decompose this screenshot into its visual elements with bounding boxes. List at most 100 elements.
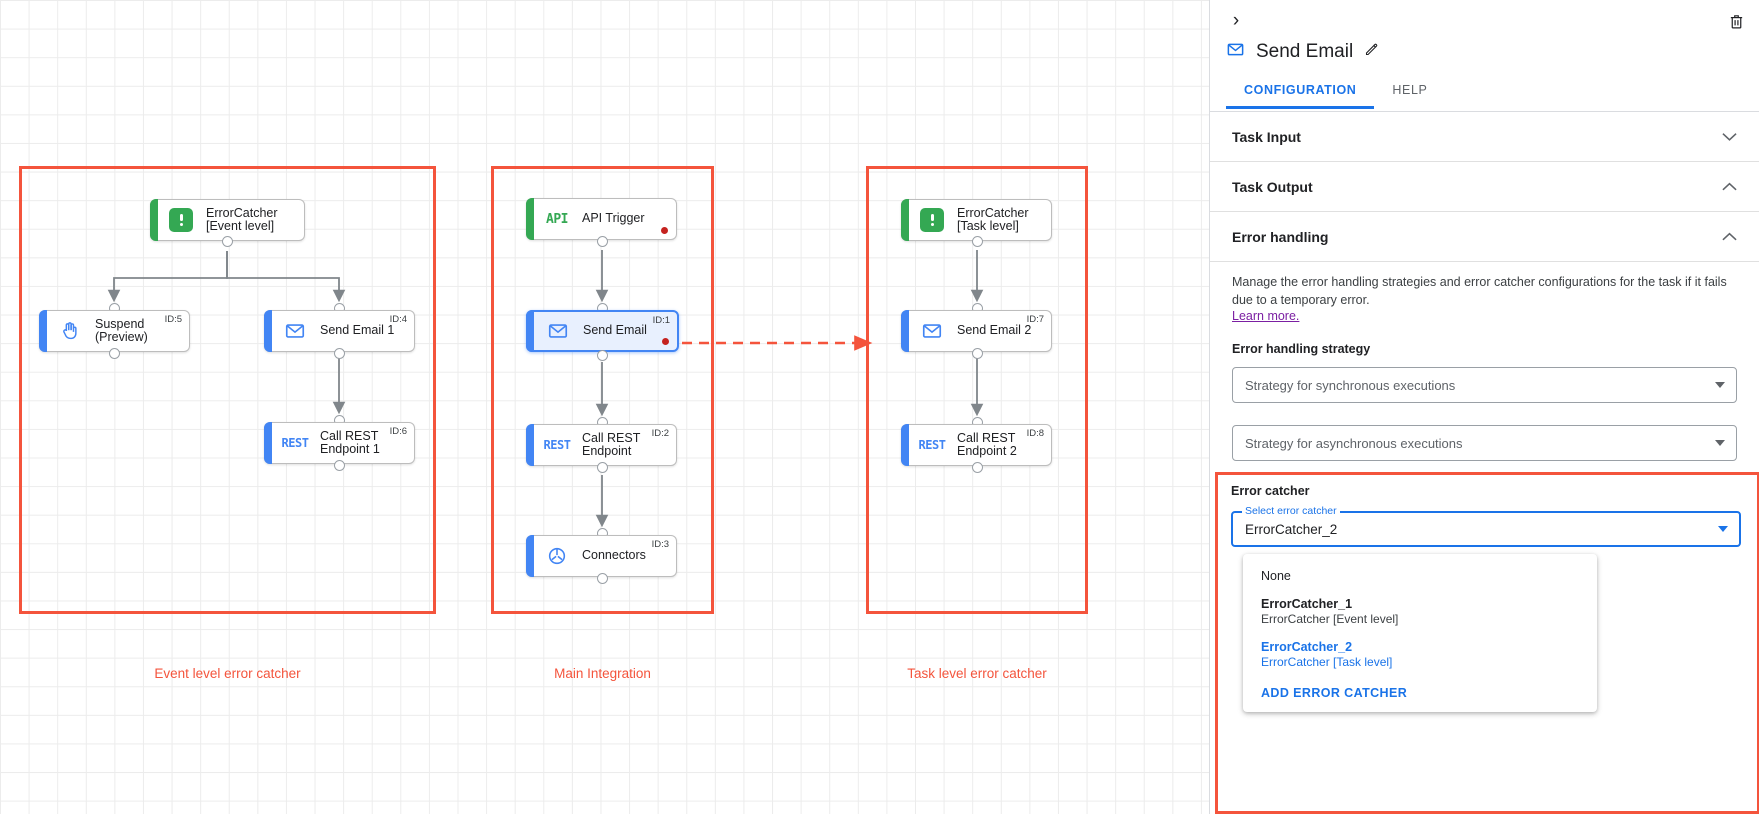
status-dot — [661, 227, 668, 234]
node-send-email-selected[interactable]: Send Email ID:1 — [526, 310, 679, 352]
port-out-call-rest-1[interactable] — [334, 460, 345, 471]
chevron-down-icon[interactable] — [1722, 129, 1737, 144]
node-call-rest-endpoint-2[interactable]: REST Call REST Endpoint 2 ID:8 — [901, 424, 1052, 466]
sync-strategy-select[interactable]: Strategy for synchronous executions — [1232, 367, 1737, 403]
section-title: Task Output — [1232, 178, 1313, 195]
group-task-level — [866, 166, 1088, 614]
async-strategy-value: Strategy for asynchronous executions — [1245, 435, 1463, 451]
node-error-catcher-event-level[interactable]: ErrorCatcher [Event level] — [150, 199, 305, 241]
node-accent-stripe — [150, 199, 158, 241]
collapse-panel-icon[interactable]: › — [1232, 10, 1240, 31]
error-handling-strategy-label: Error handling strategy — [1232, 342, 1371, 356]
section-error-handling[interactable]: Error handling — [1210, 212, 1759, 262]
node-accent-stripe — [526, 310, 534, 352]
node-suspend[interactable]: Suspend (Preview) ID:5 — [39, 310, 190, 352]
port-out-error-catcher-event[interactable] — [222, 236, 233, 247]
node-api-trigger[interactable]: API API Trigger — [526, 198, 677, 240]
node-label: API Trigger — [582, 211, 645, 226]
tab-help[interactable]: HELP — [1392, 83, 1428, 97]
port-out-send-email-1[interactable] — [334, 348, 345, 359]
panel-tabs: CONFIGURATION HELP — [1210, 78, 1759, 112]
page-title: Send Email — [1256, 41, 1354, 62]
chevron-down-icon — [1718, 526, 1728, 532]
api-icon: API — [546, 211, 568, 227]
node-accent-stripe — [901, 310, 909, 352]
caption-main-integration: Main Integration — [554, 666, 651, 681]
node-label: Send Email 1 — [320, 323, 395, 338]
sync-strategy-value: Strategy for synchronous executions — [1245, 377, 1456, 393]
node-accent-stripe — [901, 424, 909, 466]
error-catcher-value: ErrorCatcher_2 — [1245, 521, 1338, 537]
group-event-level — [19, 166, 436, 614]
section-task-input[interactable]: Task Input — [1210, 112, 1759, 162]
task-title-row: Send Email — [1226, 40, 1379, 64]
port-out-call-rest[interactable] — [597, 462, 608, 473]
node-id: ID:2 — [651, 428, 669, 439]
dropdown-option-errorcatcher-2[interactable]: ErrorCatcher_2 ErrorCatcher [Task level] — [1243, 633, 1597, 676]
envelope-icon — [545, 318, 571, 344]
node-call-rest-endpoint-1[interactable]: REST Call REST Endpoint 1 ID:6 — [264, 422, 415, 464]
dropdown-option-errorcatcher-1[interactable]: ErrorCatcher_1 ErrorCatcher [Event level… — [1243, 590, 1597, 633]
error-catcher-label: Error catcher — [1231, 484, 1310, 498]
node-id: ID:8 — [1026, 428, 1044, 439]
chevron-down-icon — [1715, 440, 1725, 446]
rest-icon: REST — [918, 438, 946, 452]
node-send-email-2[interactable]: Send Email 2 ID:7 — [901, 310, 1052, 352]
hand-icon — [57, 318, 83, 344]
connectors-icon — [544, 543, 570, 569]
option-secondary: ErrorCatcher [Task level] — [1261, 655, 1393, 669]
port-out-error-catcher-task[interactable] — [972, 236, 983, 247]
caption-event-level: Event level error catcher — [154, 666, 301, 681]
node-id: ID:1 — [652, 315, 670, 326]
dropdown-option-none[interactable]: None — [1243, 562, 1597, 590]
option-primary: ErrorCatcher_2 — [1261, 640, 1353, 654]
section-title: Task Input — [1232, 128, 1301, 145]
port-out-send-email-2[interactable] — [972, 348, 983, 359]
node-id: ID:5 — [164, 314, 182, 325]
error-catcher-icon — [168, 207, 194, 233]
add-error-catcher-button[interactable]: ADD ERROR CATCHER — [1261, 686, 1408, 700]
node-label: Connectors — [582, 548, 646, 563]
node-accent-stripe — [526, 424, 534, 466]
option-secondary: ErrorCatcher [Event level] — [1261, 612, 1399, 626]
error-handling-description: Manage the error handling strategies and… — [1232, 275, 1727, 307]
chevron-up-icon[interactable] — [1722, 229, 1737, 244]
section-task-output[interactable]: Task Output — [1210, 162, 1759, 212]
error-catcher-field-legend: Select error catcher — [1242, 505, 1340, 517]
tab-configuration[interactable]: CONFIGURATION — [1226, 78, 1375, 109]
node-error-catcher-task-level[interactable]: ErrorCatcher [Task level] — [901, 199, 1052, 241]
node-accent-stripe — [264, 310, 272, 352]
node-label: Call REST Endpoint 2 — [957, 430, 1017, 458]
envelope-icon — [282, 318, 308, 344]
edit-title-icon[interactable] — [1364, 42, 1379, 62]
chevron-up-icon[interactable] — [1722, 179, 1737, 194]
node-label: Suspend (Preview) — [95, 316, 148, 344]
port-out-call-rest-2[interactable] — [972, 462, 983, 473]
chevron-down-icon — [1715, 382, 1725, 388]
node-label: ErrorCatcher [Task level] — [957, 205, 1029, 233]
async-strategy-select[interactable]: Strategy for asynchronous executions — [1232, 425, 1737, 461]
option-primary: ErrorCatcher_1 — [1261, 597, 1353, 611]
node-call-rest-endpoint[interactable]: REST Call REST Endpoint ID:2 — [526, 424, 677, 466]
node-accent-stripe — [526, 535, 534, 577]
delete-task-icon[interactable] — [1723, 8, 1749, 34]
port-out-connectors[interactable] — [597, 573, 608, 584]
node-id: ID:6 — [389, 426, 407, 437]
error-catcher-select[interactable]: Select error catcher ErrorCatcher_2 — [1231, 505, 1741, 547]
node-accent-stripe — [526, 198, 534, 240]
node-accent-stripe — [264, 422, 272, 464]
learn-more-link[interactable]: Learn more. — [1232, 309, 1300, 323]
node-send-email-1[interactable]: Send Email 1 ID:4 — [264, 310, 415, 352]
node-connectors[interactable]: Connectors ID:3 — [526, 535, 677, 577]
node-id: ID:7 — [1026, 314, 1044, 325]
workflow-canvas[interactable]: Event level error catcher Main Integrati… — [0, 0, 1209, 814]
error-catcher-dropdown[interactable]: None ErrorCatcher_1 ErrorCatcher [Event … — [1243, 554, 1597, 712]
panel-header: › Send Email — [1210, 0, 1759, 78]
envelope-icon — [1226, 40, 1245, 64]
rest-icon: REST — [281, 436, 309, 450]
port-out-suspend[interactable] — [109, 348, 120, 359]
port-out-api-trigger[interactable] — [597, 236, 608, 247]
node-label: Call REST Endpoint — [582, 430, 641, 458]
port-out-send-email[interactable] — [597, 350, 608, 361]
